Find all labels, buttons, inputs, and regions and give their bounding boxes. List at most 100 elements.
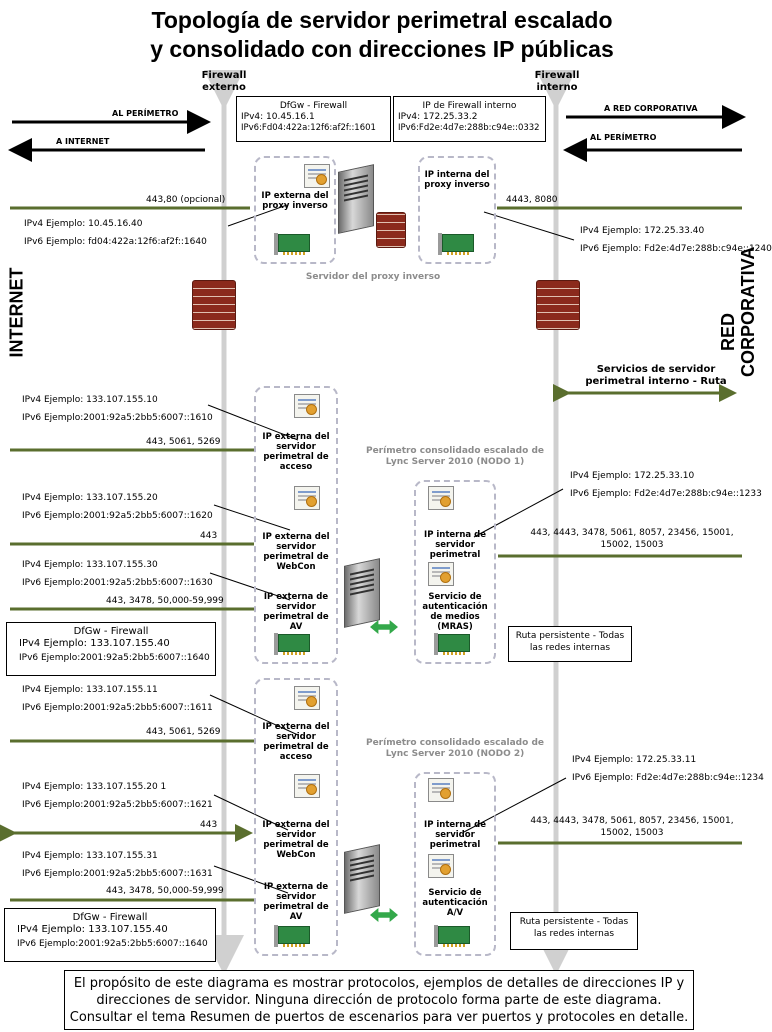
- node1-internal-ipv6: IPv6 Ejemplo: Fd2e:4d7e:288b:c94e::1233: [570, 489, 762, 499]
- node1-internal-ports-line2: 15002, 15003: [600, 540, 664, 550]
- node1-webcon-ipv4: IPv4 Ejemplo: 133.107.155.20: [22, 493, 158, 503]
- node2-webcon-ipv4: IPv4 Ejemplo: 133.107.155.20 1: [22, 782, 167, 792]
- external-firewall-label: Firewall externo: [201, 70, 247, 93]
- proxy-ext-ipv4: IPv4 Ejemplo: 10.45.16.40: [24, 219, 143, 229]
- node2-dfgw-box: DfGw - Firewall IPv4 Ejemplo: 133.107.15…: [4, 908, 216, 962]
- certificate-icon: [428, 854, 454, 878]
- node2-webcon-label: IP externa del servidor perimetral de We…: [262, 820, 330, 860]
- sync-arrows-icon: [366, 614, 402, 640]
- internal-fw-title: IP de Firewall interno: [422, 101, 517, 111]
- network-card-icon: [274, 925, 310, 947]
- node1-dfgw-box: DfGw - Firewall IPv4 Ejemplo: 133.107.15…: [6, 622, 216, 676]
- node1-access-ipv4: IPv4 Ejemplo: 133.107.155.10: [22, 395, 158, 405]
- top-dfgw-box: DfGw - Firewall IPv4: 10.45.16.1 IPv6:Fd…: [236, 96, 391, 142]
- title-line-1: Topología de servidor perimetral escalad…: [151, 7, 613, 33]
- node2-webcon-ipv6: IPv6 Ejemplo:2001:92a5:2bb5:6007::1621: [22, 800, 213, 810]
- node1-av-ports: 443, 3478, 50,000-59,999: [106, 596, 224, 606]
- node2-internal-label: IP interna de servidor perimetral: [424, 820, 486, 850]
- footer-note: El propósito de este diagrama es mostrar…: [64, 970, 694, 1030]
- proxy-int-ipv4: IPv4 Ejemplo: 172.25.33.40: [580, 226, 705, 236]
- node1-access-label: IP externa del servidor perimetral de ac…: [262, 432, 330, 472]
- node1-internal-label: IP interna de servidor perimetral: [424, 530, 486, 560]
- certificate-icon: [428, 562, 454, 586]
- proxy-int-ipv6: IPv6 Ejemplo: Fd2e:4d7e:288b:c94e::1240: [580, 244, 772, 254]
- proxy-ext-ports: 443,80 (opcional): [146, 195, 226, 205]
- node2-internal-ports-line1: 443, 4443, 3478, 5061, 8057, 23456, 1500…: [530, 816, 734, 826]
- network-card-icon: [434, 633, 470, 655]
- node1-external-box: IP externa del servidor perimetral de ac…: [254, 386, 338, 664]
- proxy-ext-ipv6: IPv6 Ejemplo: fd04:422a:12f6:af2f::1640: [24, 237, 207, 247]
- node2-dfgw-title: DfGw - Firewall: [72, 912, 148, 923]
- proxy-caption: Servidor del proxy inverso: [305, 272, 441, 282]
- network-card-icon: [274, 233, 310, 255]
- node1-dfgw-ipv4: IPv4 Ejemplo: 133.107.155.40: [19, 638, 170, 649]
- node1-internal-ports-line1: 443, 4443, 3478, 5061, 8057, 23456, 1500…: [530, 528, 734, 538]
- node2-service-label: Servicio de autenticación A/V: [422, 888, 488, 918]
- node1-webcon-ports: 443: [200, 531, 218, 541]
- certificate-icon: [294, 774, 320, 798]
- node1-av-label: IP externa de servidor perimetral de AV: [263, 592, 329, 632]
- node2-internal-ports-line2: 15002, 15003: [600, 828, 664, 838]
- arrow-label-to-corp: A RED CORPORATIVA: [604, 104, 698, 113]
- node2-av-label: IP externa de servidor perimetral de AV: [263, 882, 329, 922]
- node1-dfgw-title: DfGw - Firewall: [73, 626, 149, 637]
- proxy-int-ports: 4443, 8080: [506, 195, 558, 205]
- node1-av-ipv4: IPv4 Ejemplo: 133.107.155.30: [22, 560, 158, 570]
- node1-webcon-label: IP externa del servidor perimetral de We…: [262, 532, 330, 572]
- network-card-icon: [434, 925, 470, 947]
- node2-internal-box: IP interna de servidor perimetral Servic…: [414, 772, 496, 956]
- node2-caption: Perímetro consolidado escalado de Lync S…: [365, 738, 544, 759]
- top-dfgw-ipv4: IPv4: 10.45.16.1: [241, 112, 315, 122]
- firewall-brick-icon: [192, 280, 236, 330]
- node2-av-ipv4: IPv4 Ejemplo: 133.107.155.31: [22, 851, 158, 861]
- node1-service-label: Servicio de autenticación de medios (MRA…: [422, 592, 488, 632]
- firewall-brick-icon: [536, 280, 580, 330]
- node1-route-box: Ruta persistente - Todas las redes inter…: [508, 626, 632, 662]
- proxy-external-box: IP externa del proxy inverso: [254, 156, 336, 264]
- node2-access-ports: 443, 5061, 5269: [146, 727, 221, 737]
- internal-fw-ipv6: IPv6:Fd2e:4d7e:288b:c94e::0332: [398, 123, 540, 133]
- arrow-label-to-internet: A INTERNET: [56, 137, 110, 146]
- node1-access-ports: 443, 5061, 5269: [146, 437, 221, 447]
- node2-internal-ipv4: IPv4 Ejemplo: 172.25.33.11: [572, 755, 697, 765]
- node1-access-ipv6: IPv6 Ejemplo:2001:92a5:2bb5:6007::1610: [22, 413, 213, 423]
- network-card-icon: [438, 233, 474, 255]
- node2-av-ports: 443, 3478, 50,000-59,999: [106, 886, 224, 896]
- certificate-icon: [294, 486, 320, 510]
- top-internal-fw-box: IP de Firewall interno IPv4: 172.25.33.2…: [393, 96, 546, 142]
- sync-arrows-icon: [366, 902, 402, 928]
- node2-webcon-ports: 443: [200, 820, 218, 830]
- page-title: Topología de servidor perimetral escalad…: [0, 6, 764, 64]
- node2-dfgw-ipv6: IPv6 Ejemplo:2001:92a5:2bb5:6007::1640: [17, 939, 208, 949]
- network-card-icon: [274, 633, 310, 655]
- node1-dfgw-ipv6: IPv6 Ejemplo:2001:92a5:2bb5:6007::1640: [19, 653, 210, 663]
- internal-firewall-label: Firewall interno: [534, 70, 580, 93]
- certificate-icon: [428, 486, 454, 510]
- top-dfgw-title: DfGw - Firewall: [279, 101, 348, 111]
- node1-internal-ipv4: IPv4 Ejemplo: 172.25.33.10: [570, 471, 695, 481]
- title-line-2: y consolidado con direcciones IP pública…: [150, 36, 614, 62]
- server-icon: [338, 164, 374, 234]
- arrow-label-to-perimeter-right: AL PERÍMETRO: [590, 133, 657, 142]
- node1-av-ipv6: IPv6 Ejemplo:2001:92a5:2bb5:6007::1630: [22, 578, 213, 588]
- node2-route-box: Ruta persistente - Todas las redes inter…: [510, 912, 638, 950]
- internet-side-label: INTERNET: [6, 267, 27, 358]
- node1-caption: Perímetro consolidado escalado de Lync S…: [365, 446, 544, 467]
- node2-internal-ipv6: IPv6 Ejemplo: Fd2e:4d7e:288b:c94e::1234: [572, 773, 764, 783]
- proxy-int-label: IP interna del proxy inverso: [424, 170, 490, 190]
- certificate-icon: [294, 394, 320, 418]
- node2-access-label: IP externa del servidor perimetral de ac…: [262, 722, 330, 762]
- top-dfgw-ipv6: IPv6:Fd04:422a:12f6:af2f::1601: [241, 123, 376, 133]
- proxy-internal-box: IP interna del proxy inverso: [418, 156, 496, 264]
- node1-internal-box: IP interna de servidor perimetral Servic…: [414, 480, 496, 664]
- node2-external-box: IP externa del servidor perimetral de ac…: [254, 678, 338, 956]
- route-label: Servicios de servidor perimetral interno…: [585, 364, 727, 387]
- certificate-icon: [304, 164, 330, 188]
- firewall-brick-icon: [376, 212, 406, 248]
- certificate-icon: [428, 778, 454, 802]
- proxy-ext-label: IP externa del proxy inverso: [261, 191, 329, 211]
- arrow-label-to-perimeter-left: AL PERÍMETRO: [112, 109, 179, 118]
- certificate-icon: [294, 686, 320, 710]
- internal-fw-ipv4: IPv4: 172.25.33.2: [398, 112, 478, 122]
